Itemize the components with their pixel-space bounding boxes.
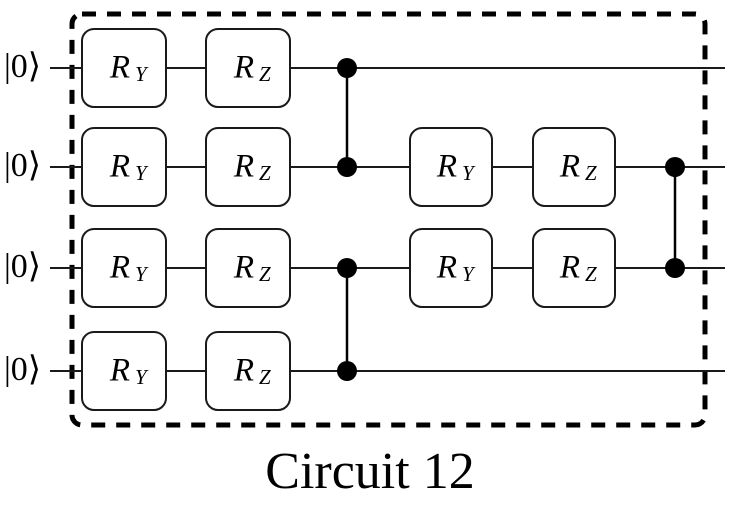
control-dot-q2	[337, 258, 357, 278]
gate-box	[205, 127, 291, 207]
gate-subscript: Y	[462, 161, 476, 185]
gate-subscript: Y	[135, 365, 149, 389]
gate-box	[205, 228, 291, 308]
gate-subscript: Z	[259, 161, 271, 185]
qubit-wires	[50, 67, 725, 372]
qubit-init-label-2: |0⟩	[4, 248, 41, 285]
qubit-init-label-3: |0⟩	[4, 351, 41, 388]
control-dot-q0	[337, 58, 357, 78]
gate-box	[532, 228, 616, 308]
figure-caption: Circuit 12	[265, 443, 474, 500]
gate-subscript: Z	[259, 262, 271, 286]
gate-label: R	[109, 149, 130, 185]
qubit-init-labels: |0⟩ |0⟩ |0⟩ |0⟩	[4, 48, 41, 388]
cz-gate-1-2	[665, 157, 685, 278]
gate-label: R	[559, 250, 580, 286]
control-dot-q3	[337, 361, 357, 381]
qubit-init-label-0: |0⟩	[4, 48, 41, 85]
gate-label: R	[109, 353, 130, 389]
qubit-init-label-1: |0⟩	[4, 147, 41, 184]
gate-box	[81, 127, 167, 207]
control-dot-q1	[665, 157, 685, 177]
gate-box	[532, 127, 616, 207]
control-dot-q1	[337, 157, 357, 177]
gate-box	[81, 28, 167, 108]
gate-box	[409, 127, 493, 207]
gate-subscript: Y	[135, 161, 149, 185]
gate-subscript: Z	[585, 262, 597, 286]
gate-label: R	[233, 149, 254, 185]
gate-label: R	[109, 50, 130, 86]
gate-label: R	[109, 250, 130, 286]
entangling-gates	[337, 58, 685, 381]
gate-subscript: Z	[585, 161, 597, 185]
gate-box	[81, 331, 167, 411]
gate-box	[409, 228, 493, 308]
gate-subscript: Y	[135, 62, 149, 86]
gate-label: R	[233, 250, 254, 286]
gate-subscript: Y	[462, 262, 476, 286]
gate-label: R	[436, 250, 457, 286]
gate-label: R	[436, 149, 457, 185]
circuit-block-frame	[69, 11, 708, 428]
gate-label: R	[233, 50, 254, 86]
gate-label: R	[233, 353, 254, 389]
gate-label: R	[559, 149, 580, 185]
gate-subscript: Z	[259, 62, 271, 86]
gate-box	[205, 28, 291, 108]
cz-gate-0-1	[337, 58, 357, 177]
gate-subscript: Z	[259, 365, 271, 389]
gate-box	[81, 228, 167, 308]
control-dot-q2	[665, 258, 685, 278]
gate-box	[205, 331, 291, 411]
cz-gate-2-3	[337, 258, 357, 381]
gate-subscript: Y	[135, 262, 149, 286]
